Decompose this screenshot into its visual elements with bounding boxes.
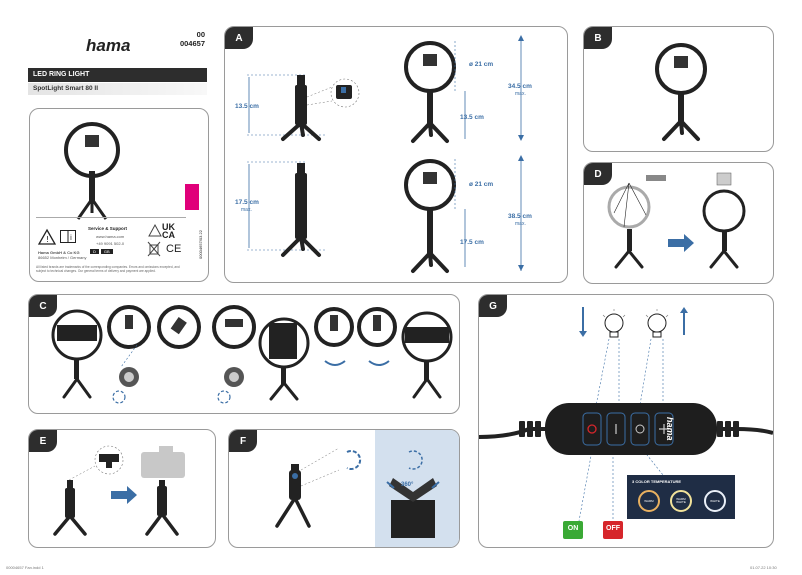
panel-f-tag: F (229, 430, 257, 452)
svg-text:i: i (70, 234, 72, 242)
article-number: 00 004657 (175, 30, 205, 48)
lang-badge: GB (100, 249, 113, 254)
manual-icon: i (60, 230, 76, 243)
dim-total-2-sub: max. (515, 221, 526, 227)
product-name: SpotLight Smart 80 II (33, 85, 99, 92)
panel-a-tag: A (225, 27, 253, 49)
article-code: 004657 (179, 39, 205, 48)
dim-total-2: 38.5 cm (508, 213, 532, 220)
panel-c: C (28, 294, 460, 414)
lang-badges: D GB (90, 249, 113, 254)
vertical-code: 00004657/03.22 (198, 230, 203, 259)
brand-logo: hama (86, 36, 130, 56)
controller-brand: hama (665, 417, 675, 441)
panel-b-drawing (655, 43, 707, 141)
color-temp-title: 3 COLOR TEMPERATURE (632, 479, 682, 484)
dim-ring-2: ø 21 cm (469, 181, 494, 188)
dim-height-2-sub: max. (241, 207, 252, 213)
panel-b-tag: B (584, 27, 612, 49)
panel-d-drawing (607, 172, 746, 269)
panel-a: A (224, 26, 568, 283)
disclaimer: All listed brands are trademarks of the … (36, 265, 180, 273)
box-divider (36, 217, 186, 218)
footer-right: 01.07.22 10:30 (750, 565, 777, 570)
dim-total-1: 34.5 cm (508, 83, 532, 90)
category-bar: LED RING LIGHT (28, 68, 207, 82)
panel-f: F 360° (228, 429, 460, 548)
dim-height-2: 17.5 cm (235, 199, 259, 206)
company-address: 86652 Monheim / Germany (38, 255, 87, 260)
ukca-mark: UK CA (162, 222, 175, 240)
panel-f-drawing (275, 447, 440, 538)
brand-text: hama (86, 36, 131, 55)
warning-icon: ! (37, 228, 57, 245)
service-phone: +49 9091 502-0 (96, 241, 125, 246)
rotate-label: 360° (401, 482, 414, 488)
recycle-icon (148, 223, 162, 237)
dim-height-1: 13.5 cm (235, 103, 259, 110)
off-label: OFF (606, 525, 620, 532)
panel-g: G hama (478, 294, 774, 548)
dim-stand-1: 13.5 cm (460, 114, 484, 121)
panel-g-drawing (479, 307, 773, 539)
dim-total-1-sub: max. (515, 91, 526, 97)
packaging-box: ! i Service & Support www.hama.com +49 9… (29, 108, 209, 282)
temp-warm: WARM (644, 499, 654, 503)
temp-warm-white: WARM WHITE (676, 497, 686, 504)
panel-e-drawing (53, 445, 185, 536)
product-name-bar: SpotLight Smart 80 II (28, 83, 207, 95)
category-label: LED RING LIGHT (33, 71, 90, 78)
dim-stand-2: 17.5 cm (460, 239, 484, 246)
panel-g-tag: G (479, 295, 507, 317)
panel-c-drawings (51, 305, 453, 404)
panel-b: B (583, 26, 774, 152)
panel-e: E (28, 429, 216, 548)
footer-left: 00004657 Fan.indd 1 (6, 565, 44, 570)
panel-c-tag: C (29, 295, 57, 317)
dim-ring-1: ø 21 cm (469, 61, 494, 68)
weee-bin-icon (147, 241, 161, 257)
panel-e-tag: E (29, 430, 57, 452)
uk-text: UK (162, 222, 175, 232)
svg-text:!: ! (46, 235, 49, 244)
ce-mark: CE (166, 243, 182, 255)
company-name: Hama GmbH & Co KG (38, 250, 80, 255)
box-product-image (64, 122, 120, 220)
article-prefix: 00 (196, 30, 205, 39)
panel-d: D (583, 162, 774, 284)
temp-white: WHITE (710, 499, 720, 503)
lang-badge: D (90, 249, 99, 254)
ca-text: CA (162, 230, 175, 240)
service-title: Service & Support (88, 226, 128, 231)
panel-a-drawings (247, 35, 524, 273)
panel-d-tag: D (584, 163, 612, 185)
on-label: ON (567, 525, 579, 532)
accent-swatch (185, 184, 199, 210)
service-website: www.hama.com (96, 234, 125, 239)
